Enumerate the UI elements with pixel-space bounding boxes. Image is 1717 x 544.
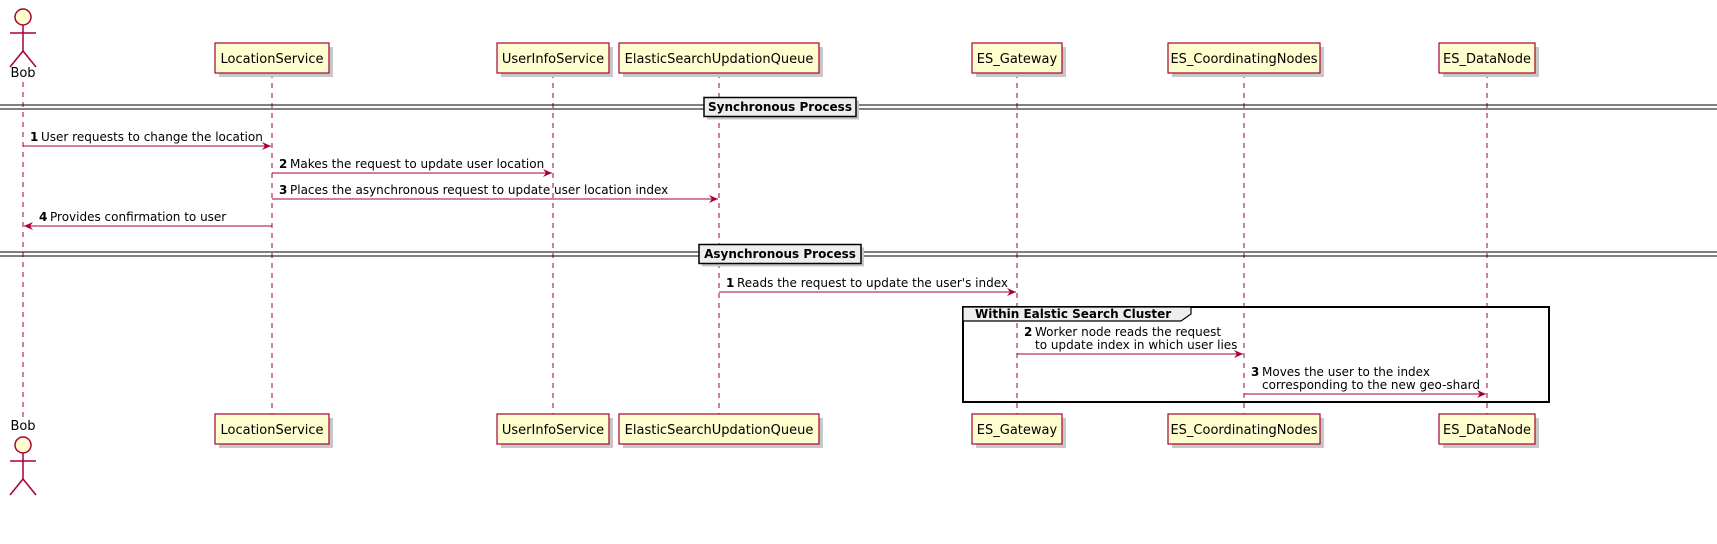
divider-label-1: Asynchronous Process: [704, 247, 856, 261]
participant-box-esc-top: [1167, 42, 1321, 74]
participant-label-loc-bottom: LocationService: [220, 423, 323, 438]
message-number-6: 3: [1251, 365, 1259, 379]
participant-box-loc-top: [214, 42, 330, 74]
actor-label-top: Bob: [10, 66, 35, 81]
participant-box-esq-top: [618, 42, 820, 74]
participant-box-esd-top: [1438, 42, 1536, 74]
participant-label-esd-bottom: ES_DataNode: [1443, 423, 1531, 438]
divider-box-0: [703, 96, 857, 118]
participant-box-loc-bottom: [214, 413, 330, 445]
participant-box-esg-top: [971, 42, 1063, 74]
message-text-3-0: Provides confirmation to user: [50, 210, 226, 224]
actor-label-bottom: Bob: [10, 419, 35, 434]
message-number-5: 2: [1024, 325, 1032, 339]
message-text-5-0: Worker node reads the request: [1035, 325, 1221, 339]
actor-leg-left-top: [9, 50, 24, 68]
message-text-4-0: Reads the request to update the user's i…: [737, 276, 1008, 290]
group-label: Within Ealstic Search Cluster: [975, 307, 1171, 321]
message-number-4: 1: [726, 276, 734, 290]
message-text-6-1: corresponding to the new geo-shard: [1262, 378, 1480, 392]
participant-label-loc-top: LocationService: [220, 52, 323, 67]
participant-label-esq-bottom: ElasticSearchUpdationQueue: [625, 423, 814, 438]
divider-box-1: [698, 243, 862, 265]
message-text-2-0: Places the asynchronous request to updat…: [290, 183, 668, 197]
message-number-3: 4: [39, 210, 47, 224]
actor-leg-right-bottom: [22, 478, 37, 496]
actor-head-top: [14, 8, 32, 26]
message-text-1-0: Makes the request to update user locatio…: [290, 157, 544, 171]
participant-box-uis-top: [496, 42, 610, 74]
participant-box-esc-bottom: [1167, 413, 1321, 445]
participant-label-esg-top: ES_Gateway: [977, 52, 1058, 67]
message-number-1: 2: [279, 157, 287, 171]
message-text-5-1: to update index in which user lies: [1035, 338, 1237, 352]
group-label-tab: [962, 306, 1192, 322]
divider-label-0: Synchronous Process: [708, 100, 852, 114]
participant-label-uis-top: UserInfoService: [502, 52, 604, 67]
actor-leg-right-top: [22, 50, 37, 68]
actor-leg-left-bottom: [9, 478, 24, 496]
group-frame: [962, 306, 1550, 403]
participant-box-esg-bottom: [971, 413, 1063, 445]
actor-head-bottom: [14, 436, 32, 454]
participant-box-esq-bottom: [618, 413, 820, 445]
participant-label-esd-top: ES_DataNode: [1443, 52, 1531, 67]
participant-label-esc-bottom: ES_CoordinatingNodes: [1170, 423, 1317, 438]
message-number-2: 3: [279, 183, 287, 197]
participant-label-esq-top: ElasticSearchUpdationQueue: [625, 52, 814, 67]
message-number-0: 1: [30, 130, 38, 144]
participant-box-uis-bottom: [496, 413, 610, 445]
participant-label-esc-top: ES_CoordinatingNodes: [1170, 52, 1317, 67]
participant-label-uis-bottom: UserInfoService: [502, 423, 604, 438]
participant-label-esg-bottom: ES_Gateway: [977, 423, 1058, 438]
message-text-0-0: User requests to change the location: [41, 130, 263, 144]
participant-box-esd-bottom: [1438, 413, 1536, 445]
message-text-6-0: Moves the user to the index: [1262, 365, 1430, 379]
